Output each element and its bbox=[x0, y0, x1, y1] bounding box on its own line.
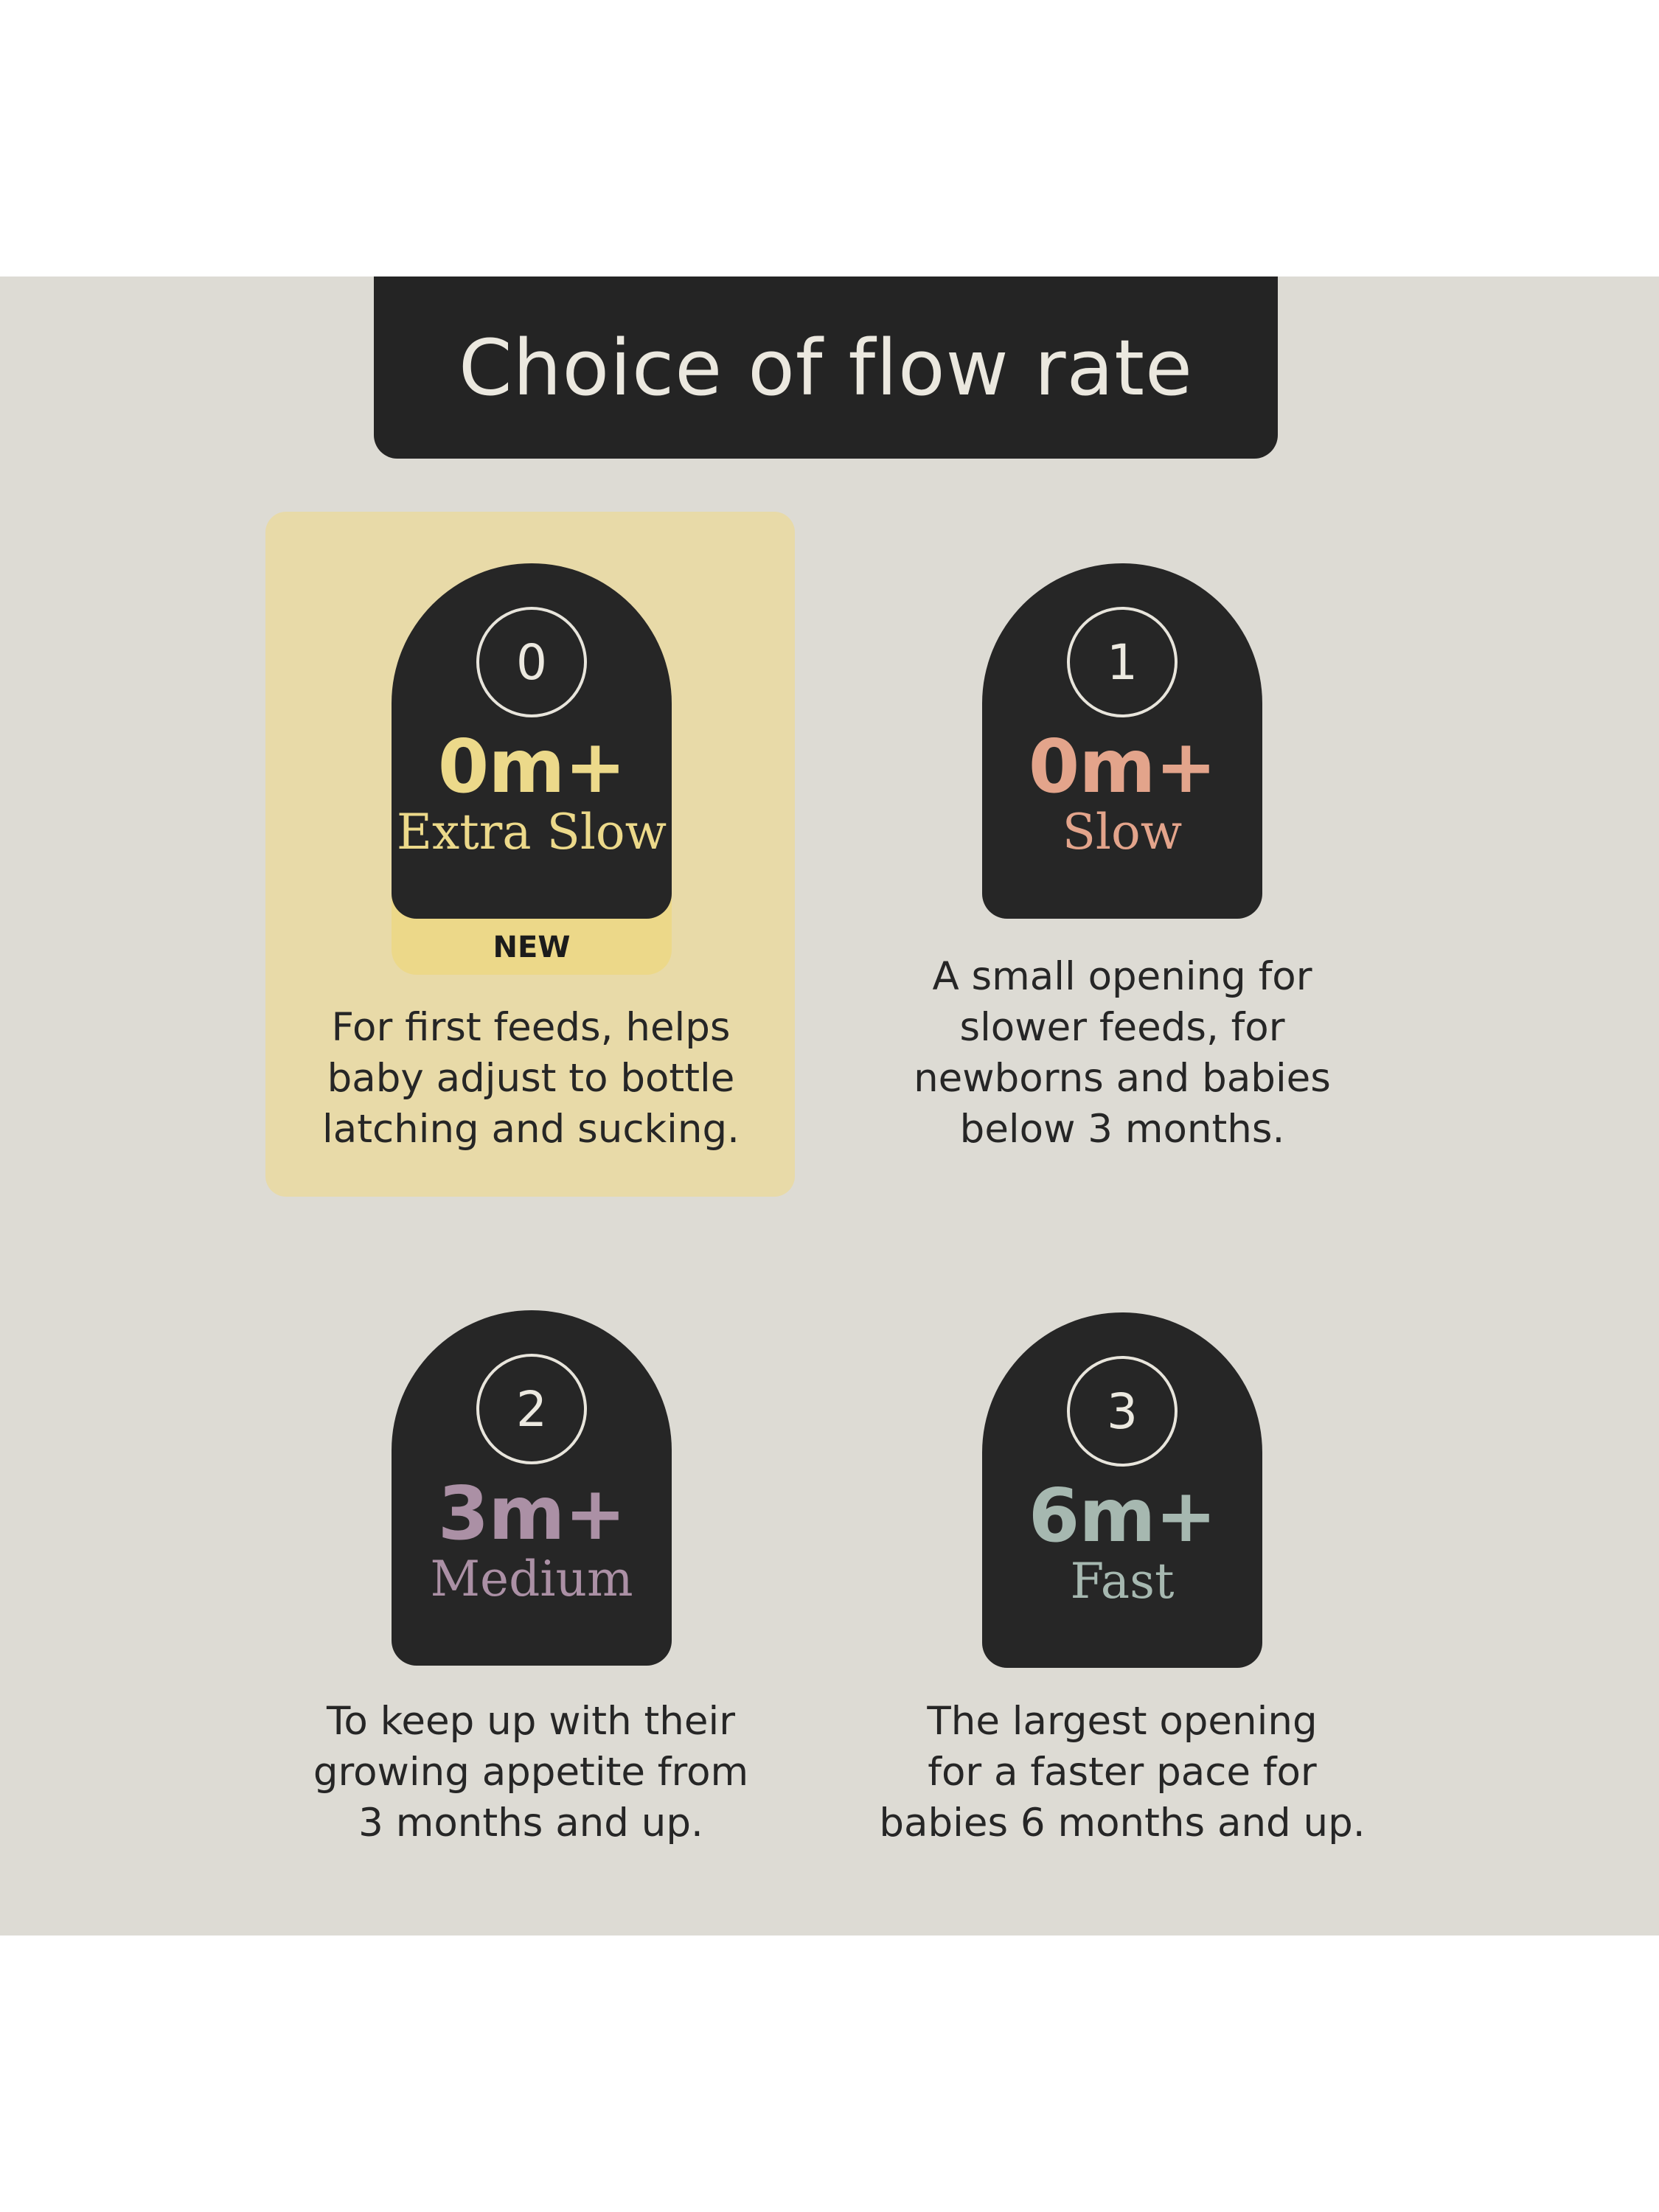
description-line: For first feeds, helps bbox=[331, 1005, 731, 1050]
flow-description-slow: A small opening for slower feeds, for ne… bbox=[872, 951, 1373, 1155]
description-line: A small opening for bbox=[932, 954, 1312, 999]
flow-number-circle: 1 bbox=[1067, 607, 1178, 717]
teat-badge: 2 3m+ Medium bbox=[392, 1310, 672, 1666]
flow-description-medium: To keep up with their growing appetite f… bbox=[280, 1696, 782, 1848]
flow-number-circle: 0 bbox=[476, 607, 587, 717]
flow-card-fast: 3 6m+ Fast bbox=[982, 1312, 1262, 1668]
flow-description-fast: The largest opening for a faster pace fo… bbox=[872, 1696, 1373, 1848]
background-panel bbox=[0, 276, 1659, 1935]
description-line: babies 6 months and up. bbox=[879, 1801, 1366, 1846]
age-label: 3m+ bbox=[437, 1470, 627, 1557]
description-line: latching and sucking. bbox=[322, 1107, 740, 1152]
age-label: 0m+ bbox=[1028, 723, 1217, 810]
age-label: 6m+ bbox=[1028, 1472, 1217, 1559]
title-banner: Choice of flow rate bbox=[374, 276, 1278, 459]
flow-number-circle: 2 bbox=[476, 1354, 587, 1464]
teat-badge: 1 0m+ Slow bbox=[982, 563, 1262, 919]
flow-card-medium: 2 3m+ Medium bbox=[392, 1310, 672, 1666]
page-title: Choice of flow rate bbox=[458, 322, 1194, 413]
description-line: The largest opening bbox=[927, 1699, 1318, 1744]
speed-label: Extra Slow bbox=[396, 804, 667, 860]
speed-label: Slow bbox=[1062, 804, 1183, 860]
flow-description-extra-slow: For first feeds, helps baby adjust to bo… bbox=[280, 1002, 782, 1155]
flow-number-circle: 3 bbox=[1067, 1356, 1178, 1467]
description-line: slower feeds, for bbox=[959, 1005, 1285, 1050]
description-line: newborns and babies bbox=[914, 1056, 1331, 1101]
description-line: To keep up with their bbox=[326, 1699, 735, 1744]
description-line: for a faster pace for bbox=[928, 1750, 1317, 1795]
speed-label: Medium bbox=[430, 1551, 633, 1607]
flow-card-extra-slow: 0 0m+ Extra Slow NEW bbox=[392, 563, 672, 975]
description-line: growing appetite from bbox=[313, 1750, 749, 1795]
age-label: 0m+ bbox=[437, 723, 627, 810]
speed-label: Fast bbox=[1070, 1553, 1175, 1610]
flow-card-slow: 1 0m+ Slow bbox=[982, 563, 1262, 919]
new-tag-label: NEW bbox=[493, 931, 571, 964]
description-line: baby adjust to bottle bbox=[327, 1056, 735, 1101]
description-line: 3 months and up. bbox=[358, 1801, 703, 1846]
teat-badge: 3 6m+ Fast bbox=[982, 1312, 1262, 1668]
description-line: below 3 months. bbox=[959, 1107, 1285, 1152]
teat-badge: 0 0m+ Extra Slow bbox=[392, 563, 672, 919]
